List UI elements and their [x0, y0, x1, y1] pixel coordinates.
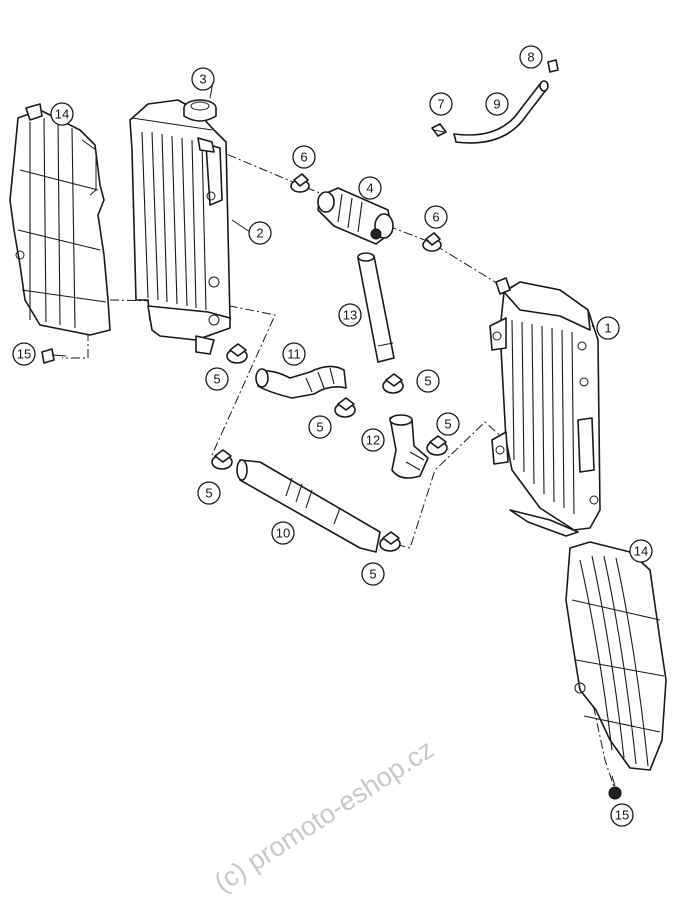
- bolt-right[interactable]: [608, 775, 622, 800]
- callout-15-b: 15: [610, 803, 634, 827]
- callout-3: 3: [191, 67, 215, 91]
- callout-5-f: 5: [361, 562, 385, 586]
- callout-label: 1: [604, 321, 611, 336]
- hose-10[interactable]: [236, 459, 381, 553]
- callout-10: 10: [271, 521, 295, 545]
- callout-label: 4: [366, 181, 373, 196]
- callout-label: 8: [527, 50, 534, 65]
- clamp-5-b[interactable]: [382, 373, 404, 394]
- clamp-5-f[interactable]: [379, 531, 401, 552]
- callout-8: 8: [519, 45, 543, 69]
- callout-11: 11: [282, 342, 306, 366]
- radiator-cap[interactable]: [183, 99, 217, 122]
- callout-4: 4: [358, 176, 382, 200]
- callout-label: 14: [55, 107, 69, 122]
- callout-14-b: 14: [629, 539, 653, 563]
- radiator-left[interactable]: [129, 99, 231, 355]
- clamp-5-e[interactable]: [211, 449, 233, 470]
- callout-label: 12: [366, 433, 380, 448]
- clamp-5-c[interactable]: [334, 397, 356, 418]
- callout-14-a: 14: [50, 102, 74, 126]
- thermostat-housing[interactable]: [317, 187, 394, 245]
- callout-9: 9: [485, 92, 509, 116]
- callout-13: 13: [338, 303, 362, 327]
- callout-5-e: 5: [197, 481, 221, 505]
- hose-11[interactable]: [255, 365, 347, 399]
- callout-label: 13: [343, 308, 357, 323]
- callout-label: 14: [634, 544, 648, 559]
- callout-label: 5: [205, 486, 212, 501]
- callout-5-c: 5: [308, 415, 332, 439]
- pipe-vertical[interactable]: [357, 252, 395, 363]
- clamp-upper-left[interactable]: [290, 173, 310, 193]
- callout-label: 5: [444, 417, 451, 432]
- bolt-left[interactable]: [41, 348, 67, 364]
- callout-label: 7: [437, 97, 444, 112]
- callout-label: 15: [615, 808, 629, 823]
- callout-label: 9: [493, 97, 500, 112]
- callout-label: 5: [213, 372, 220, 387]
- callout-label: 5: [369, 567, 376, 582]
- hose-clip-small-7[interactable]: [431, 123, 447, 137]
- radiator-guard-left[interactable]: [9, 103, 111, 336]
- callout-label: 11: [287, 347, 301, 362]
- callout-15-a: 15: [12, 342, 36, 366]
- clamp-5-d[interactable]: [426, 435, 448, 456]
- vent-hose[interactable]: [453, 80, 549, 144]
- callout-label: 15: [17, 347, 31, 362]
- callout-label: 2: [256, 226, 263, 241]
- clamp-upper-right[interactable]: [422, 232, 442, 252]
- callout-5-d: 5: [436, 412, 460, 436]
- callout-6-b: 6: [424, 205, 448, 229]
- callout-2: 2: [248, 221, 272, 245]
- clamp-5-a[interactable]: [226, 343, 248, 364]
- callout-6-a: 6: [292, 145, 316, 169]
- callout-label: 10: [276, 526, 290, 541]
- callout-7: 7: [429, 92, 453, 116]
- callout-12: 12: [361, 428, 385, 452]
- callout-label: 6: [300, 150, 307, 165]
- hose-clip-small-8[interactable]: [547, 59, 559, 73]
- callout-label: 5: [424, 374, 431, 389]
- callout-label: 5: [316, 420, 323, 435]
- hose-12[interactable]: [389, 414, 429, 479]
- callout-1: 1: [596, 316, 620, 340]
- callout-5-a: 5: [205, 367, 229, 391]
- callout-label: 3: [199, 72, 206, 87]
- callout-label: 6: [432, 210, 439, 225]
- radiator-right[interactable]: [489, 277, 601, 537]
- radiator-guard-right[interactable]: [565, 541, 667, 771]
- watermark: (c) promoto-eshop.cz: [209, 734, 439, 898]
- callout-5-b: 5: [416, 369, 440, 393]
